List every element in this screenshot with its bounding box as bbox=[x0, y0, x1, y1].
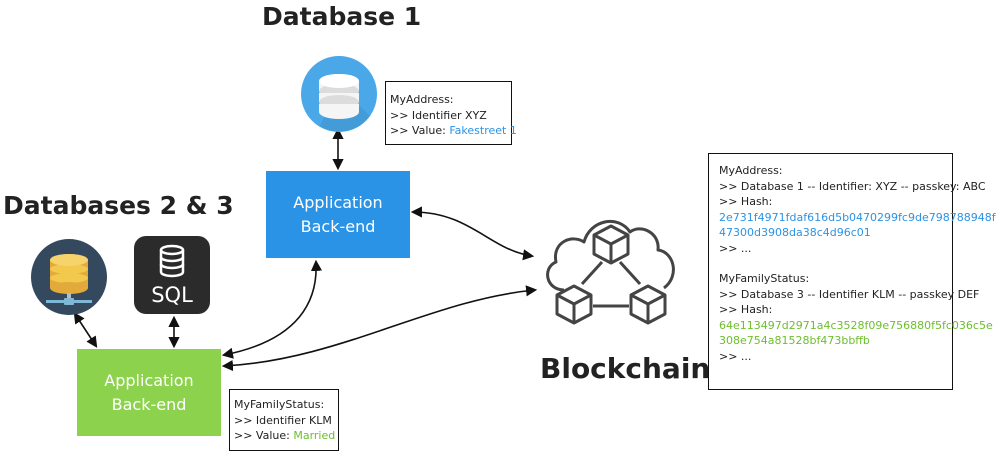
record-source: >> Database 1 -- Identifier: XYZ -- pass… bbox=[719, 179, 986, 193]
note-value-row: >> Value: Married bbox=[234, 428, 336, 444]
database1-title: Database 1 bbox=[262, 2, 422, 31]
application-backend-green[interactable]: Application Back-end bbox=[77, 349, 221, 436]
record-ellipsis: >> ... bbox=[719, 241, 752, 255]
note-value-prefix: >> Value: bbox=[390, 124, 450, 137]
note-family-status: MyFamilyStatus: >> Identifier KLM >> Val… bbox=[229, 389, 339, 451]
note-value: Fakestreet 1 bbox=[449, 124, 517, 137]
database-icon bbox=[301, 56, 377, 132]
record-hash: 64e113497d2971a4c3528f09e756880f5fc036c5… bbox=[719, 318, 993, 332]
note-value-prefix: >> Value: bbox=[234, 429, 294, 442]
note-blockchain-record: MyAddress: >> Database 1 -- Identifier: … bbox=[708, 153, 996, 390]
note-identifier: >> Identifier KLM bbox=[234, 413, 332, 427]
server-database-icon bbox=[31, 239, 107, 315]
record-hash-label: >> Hash: bbox=[719, 303, 773, 316]
note-value-row: >> Value: Fakestreet 1 bbox=[390, 123, 517, 139]
note-my-address: MyAddress: >> Identifier XYZ >> Value: F… bbox=[385, 81, 517, 145]
record-hash-cont: 308e754a81528bf473bbffb bbox=[719, 334, 870, 347]
sql-database-icon: SQL bbox=[134, 236, 210, 314]
app-green-line1: Application bbox=[104, 370, 194, 390]
record-heading: MyFamilyStatus: bbox=[719, 272, 810, 285]
record-hash: 2e731f4971fdaf616d5b0470299fc9de79878894… bbox=[719, 210, 996, 224]
app-blue-line1: Application bbox=[293, 192, 383, 212]
arrow-app-blockchain bbox=[410, 206, 535, 261]
note-value: Married bbox=[293, 429, 336, 442]
arrow-db2-app bbox=[73, 312, 98, 348]
note-heading: MyFamilyStatus: bbox=[234, 398, 325, 411]
record-ellipsis: >> ... bbox=[719, 349, 752, 363]
blockchain-title: Blockchain bbox=[540, 352, 711, 385]
record-hash-cont: 47300d3908da38c4d96c01 bbox=[719, 226, 871, 239]
app-blue-line2: Back-end bbox=[300, 216, 376, 236]
sql-label: SQL bbox=[151, 283, 193, 307]
arrow-green-blockchain bbox=[221, 285, 538, 372]
blockchain-cloud-icon bbox=[546, 220, 675, 325]
note-identifier: >> Identifier XYZ bbox=[390, 108, 487, 122]
record-source: >> Database 3 -- Identifier KLM -- passk… bbox=[719, 287, 980, 301]
record-hash-label: >> Hash: bbox=[719, 195, 773, 208]
application-backend-blue[interactable]: Application Back-end bbox=[266, 171, 410, 258]
app-green-line2: Back-end bbox=[111, 394, 187, 414]
databases23-title: Databases 2 & 3 bbox=[3, 191, 234, 220]
record-heading: MyAddress: bbox=[719, 164, 783, 177]
note-heading: MyAddress: bbox=[390, 93, 454, 106]
arrow-green-blue bbox=[221, 259, 323, 359]
